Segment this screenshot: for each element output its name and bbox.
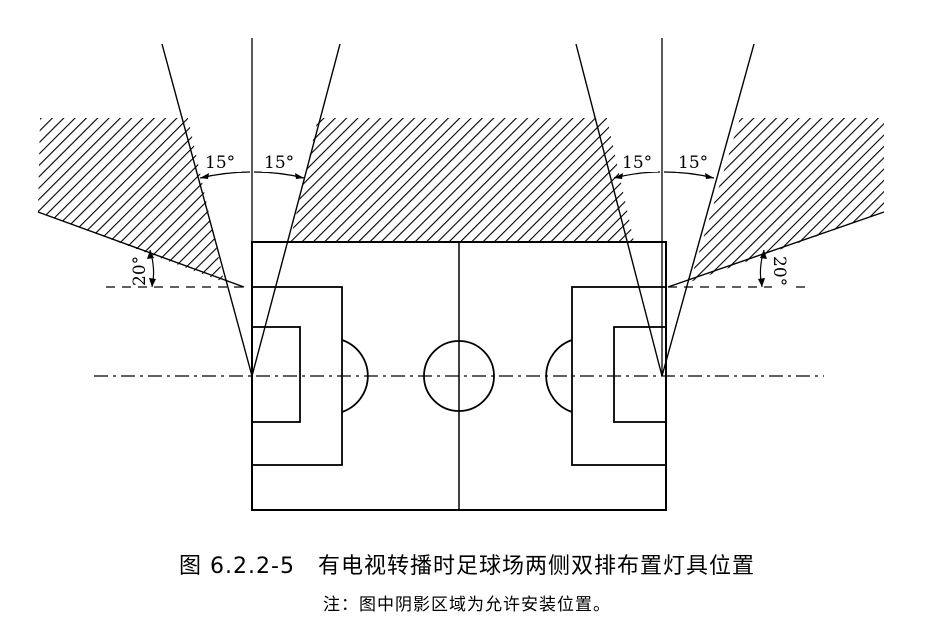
figure-note: 注：图中阴影区域为允许安装位置。 (323, 595, 611, 615)
right-inner-sight-line (575, 43, 663, 377)
football-field-lighting-diagram: 15° 15° 15° 15° 20° 20° (37, 38, 885, 511)
left-inner-arrow-head (295, 173, 304, 179)
left-elevation-arrow-top (147, 250, 154, 259)
left-permitted-zone (38, 118, 224, 282)
left-outer-angle-label: 15° (205, 153, 235, 173)
right-inner-angle-label: 15° (622, 153, 652, 173)
right-outer-arrow-head (705, 173, 714, 179)
right-elevation-angle-label: 20° (769, 256, 789, 286)
figure-caption: 图 6.2.2-5 有电视转播时足球场两侧双排布置灯具位置 (179, 554, 755, 579)
left-elevation-angle-label: 20° (130, 256, 150, 286)
left-inner-angle-label: 15° (264, 153, 294, 173)
right-permitted-zone (690, 118, 884, 282)
right-elevation-line (667, 211, 885, 288)
right-goal-area (613, 326, 667, 423)
left-outer-sight-line (161, 43, 253, 377)
right-inner-arrow-head (614, 173, 623, 179)
left-goal-area (251, 326, 301, 423)
left-elevation-line (37, 211, 245, 288)
left-outer-arrow-head (200, 173, 209, 179)
center-permitted-zone (290, 118, 634, 242)
right-elevation-arrow-bottom (758, 278, 765, 287)
left-inner-sight-line (251, 43, 341, 377)
right-elevation-arrow-top (760, 250, 767, 259)
left-elevation-arrow-bottom (149, 278, 156, 287)
right-outer-angle-label: 15° (678, 153, 708, 173)
right-outer-sight-line (661, 43, 755, 377)
